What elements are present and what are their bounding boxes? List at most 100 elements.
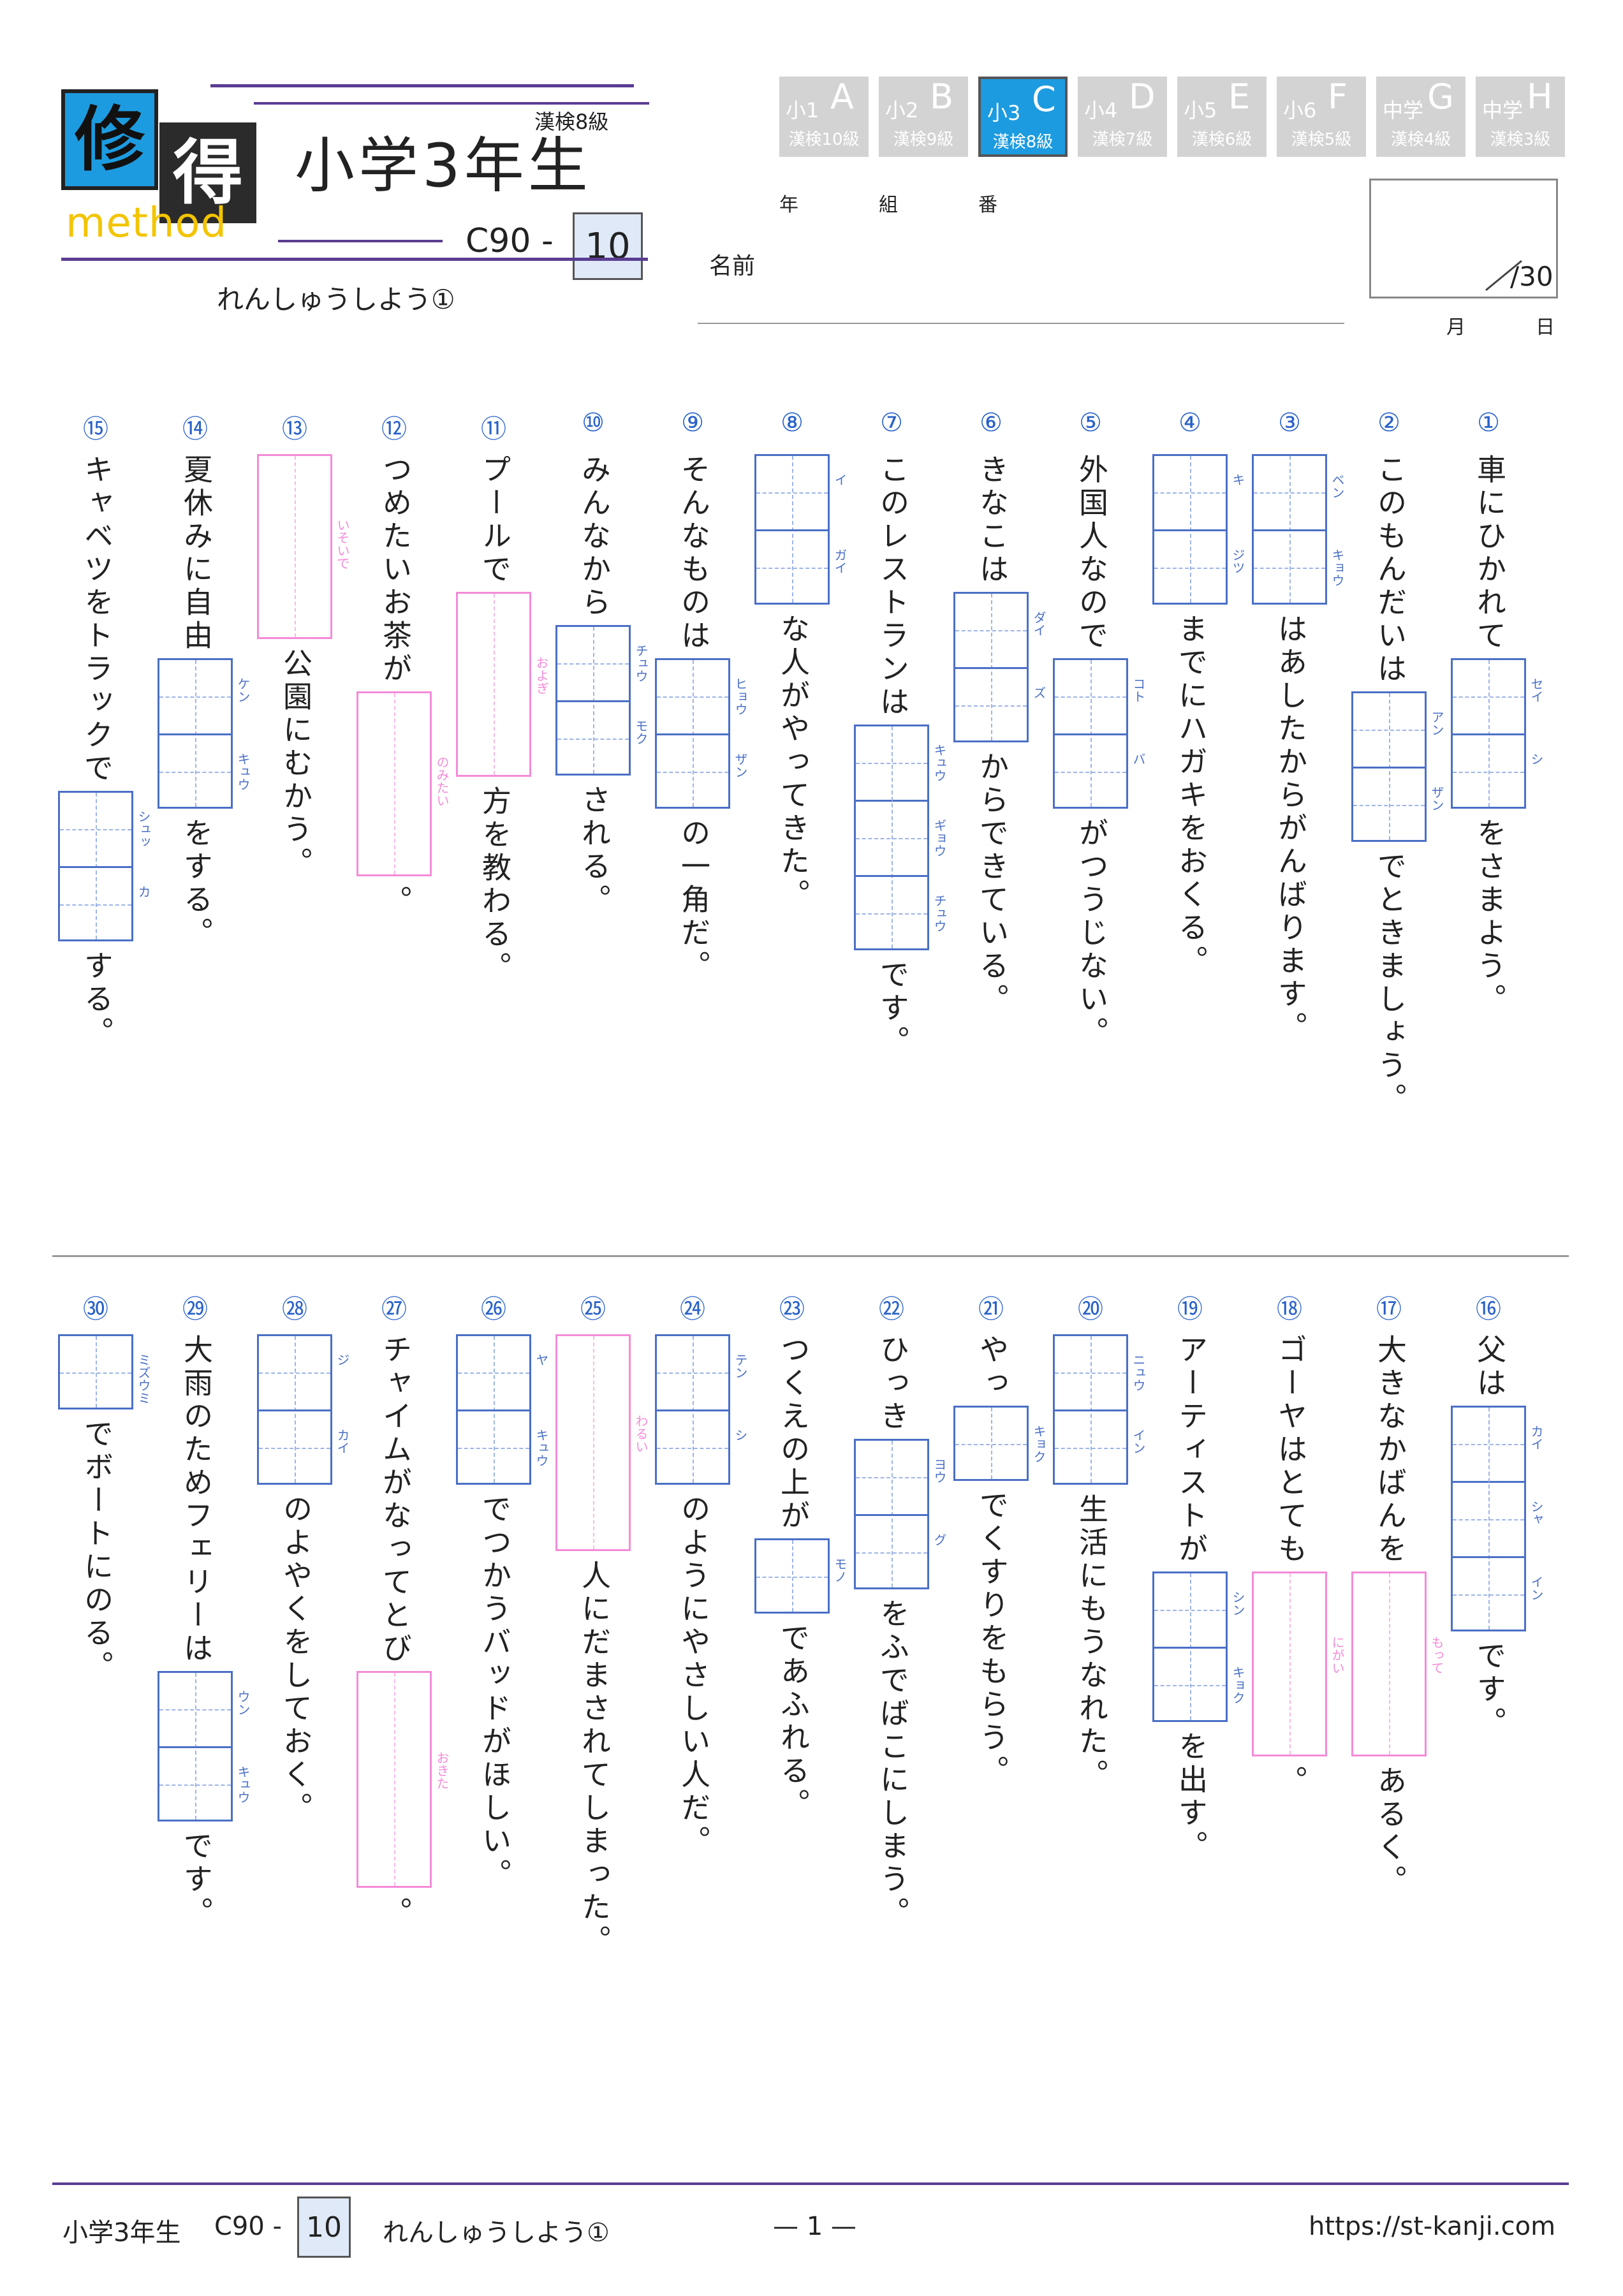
kanji-answer-box[interactable] <box>953 592 1029 742</box>
kanji-answer-box[interactable] <box>1053 1334 1128 1485</box>
guide-line <box>856 913 927 915</box>
score-slash <box>1485 260 1522 291</box>
kanji-answer-box[interactable] <box>655 1334 730 1485</box>
question-text: ひっき <box>876 1334 910 1434</box>
kanji-answer-box[interactable] <box>754 1538 830 1614</box>
furigana: シュッ <box>136 810 151 848</box>
furigana: キュウ <box>932 744 947 782</box>
hiragana-answer-box[interactable] <box>1252 1571 1327 1756</box>
hiragana-answer-box[interactable] <box>456 592 531 777</box>
kanji-answer-box[interactable] <box>58 1334 133 1409</box>
question-text: がつうじない。 <box>1075 818 1109 1050</box>
question-text: 。 <box>1274 1765 1308 1799</box>
question-text: のようにやさしい人だ。 <box>677 1494 711 1858</box>
question-text: キャベツをトラックで <box>80 454 114 786</box>
question-number: ③ <box>1278 408 1301 438</box>
kanji-answer-box[interactable] <box>1152 454 1228 605</box>
guide-line <box>955 1444 1027 1445</box>
cell-divider <box>259 1409 330 1411</box>
cell-divider <box>1154 1647 1226 1649</box>
hiragana-answer-box[interactable] <box>356 1671 432 1888</box>
kanji-answer-box[interactable] <box>158 1671 233 1821</box>
hiragana-answer-box[interactable] <box>555 1334 631 1551</box>
kanji-answer-box[interactable] <box>854 725 929 950</box>
guide-line <box>1055 772 1126 773</box>
guide-line <box>1353 805 1425 806</box>
question-number: ⑱ <box>1277 1295 1302 1324</box>
question-text: きなこは <box>975 454 1010 587</box>
question-number: ⑦ <box>880 408 903 438</box>
kanji-answer-box[interactable] <box>1351 691 1427 842</box>
kanji-answer-box[interactable] <box>754 454 830 605</box>
furigana: ガイ <box>832 548 848 574</box>
month-label: 月 <box>1446 316 1465 339</box>
kanji-answer-box[interactable] <box>655 658 730 809</box>
question-text: 公園にむかう。 <box>279 648 313 880</box>
level-tab-grade: 小2 <box>885 98 919 122</box>
hiragana-answer-box[interactable] <box>356 691 432 876</box>
guide-line <box>295 456 296 637</box>
kanji-answer-box[interactable] <box>1451 1406 1526 1631</box>
level-tab-letter: B <box>930 77 954 117</box>
kanji-answer-box[interactable] <box>854 1439 929 1589</box>
question-text: される。 <box>577 784 612 917</box>
kanji-answer-box[interactable] <box>158 658 233 809</box>
question-number: ㉑ <box>978 1295 1004 1324</box>
question-text: をさまよう。 <box>1472 818 1507 1017</box>
question-text: ゴーヤはとても <box>1274 1334 1308 1566</box>
hiragana-answer-box[interactable] <box>257 454 332 639</box>
kanji-answer-box[interactable] <box>456 1334 531 1485</box>
question-text: アーティストが <box>1174 1334 1208 1566</box>
question-number: ④ <box>1179 408 1201 438</box>
furigana: カ <box>136 885 151 898</box>
furigana: キョク <box>1230 1666 1245 1704</box>
question-text: はあしたからがんばります。 <box>1274 614 1308 1045</box>
header-rule-top <box>210 84 634 87</box>
guide-line <box>657 1448 728 1449</box>
kanji-answer-box[interactable] <box>555 625 631 776</box>
cell-divider <box>657 1409 728 1411</box>
kanji-answer-box[interactable] <box>257 1334 332 1485</box>
question-number: ⑮ <box>83 415 108 444</box>
question-text: やっ <box>975 1334 1010 1401</box>
kanji-answer-box[interactable] <box>58 791 133 941</box>
cell-divider <box>856 875 927 877</box>
question-text: あるく。 <box>1373 1765 1407 1898</box>
guide-line <box>159 1785 231 1786</box>
furigana: バ <box>1131 753 1146 765</box>
question-text: の一角だ。 <box>677 818 711 983</box>
kanji-answer-box[interactable] <box>1152 1571 1228 1722</box>
question-number: ⑥ <box>980 408 1002 438</box>
kanji-answer-box[interactable] <box>1053 658 1128 809</box>
guide-line <box>756 568 828 569</box>
guide-line <box>756 1577 828 1578</box>
level-tab-letter: G <box>1427 77 1454 117</box>
question-text: 夏休みに自由 <box>179 454 214 653</box>
class-label: 組 <box>879 194 898 216</box>
furigana: ヨウ <box>932 1458 947 1483</box>
hiragana-answer-box[interactable] <box>1351 1571 1427 1756</box>
level-tab-grade: 中学 <box>1383 98 1424 122</box>
header-rule-bottom <box>61 258 648 261</box>
name-line[interactable] <box>698 323 1344 324</box>
question-number: ⑫ <box>381 415 407 444</box>
kanji-answer-box[interactable] <box>1252 454 1327 605</box>
question-text: です。 <box>876 959 910 1059</box>
footer-url[interactable]: https://st-kanji.com <box>1309 2212 1556 2241</box>
score-box[interactable]: /30 <box>1369 179 1558 298</box>
kanji-answer-box[interactable] <box>953 1406 1029 1481</box>
furigana: キュウ <box>534 1429 549 1467</box>
guide-line <box>159 772 231 773</box>
question-number: ⑩ <box>582 408 605 438</box>
kanji-answer-box[interactable] <box>1451 658 1526 809</box>
question-text: でくすりをもらう。 <box>975 1490 1010 1788</box>
cell-divider <box>159 733 231 735</box>
